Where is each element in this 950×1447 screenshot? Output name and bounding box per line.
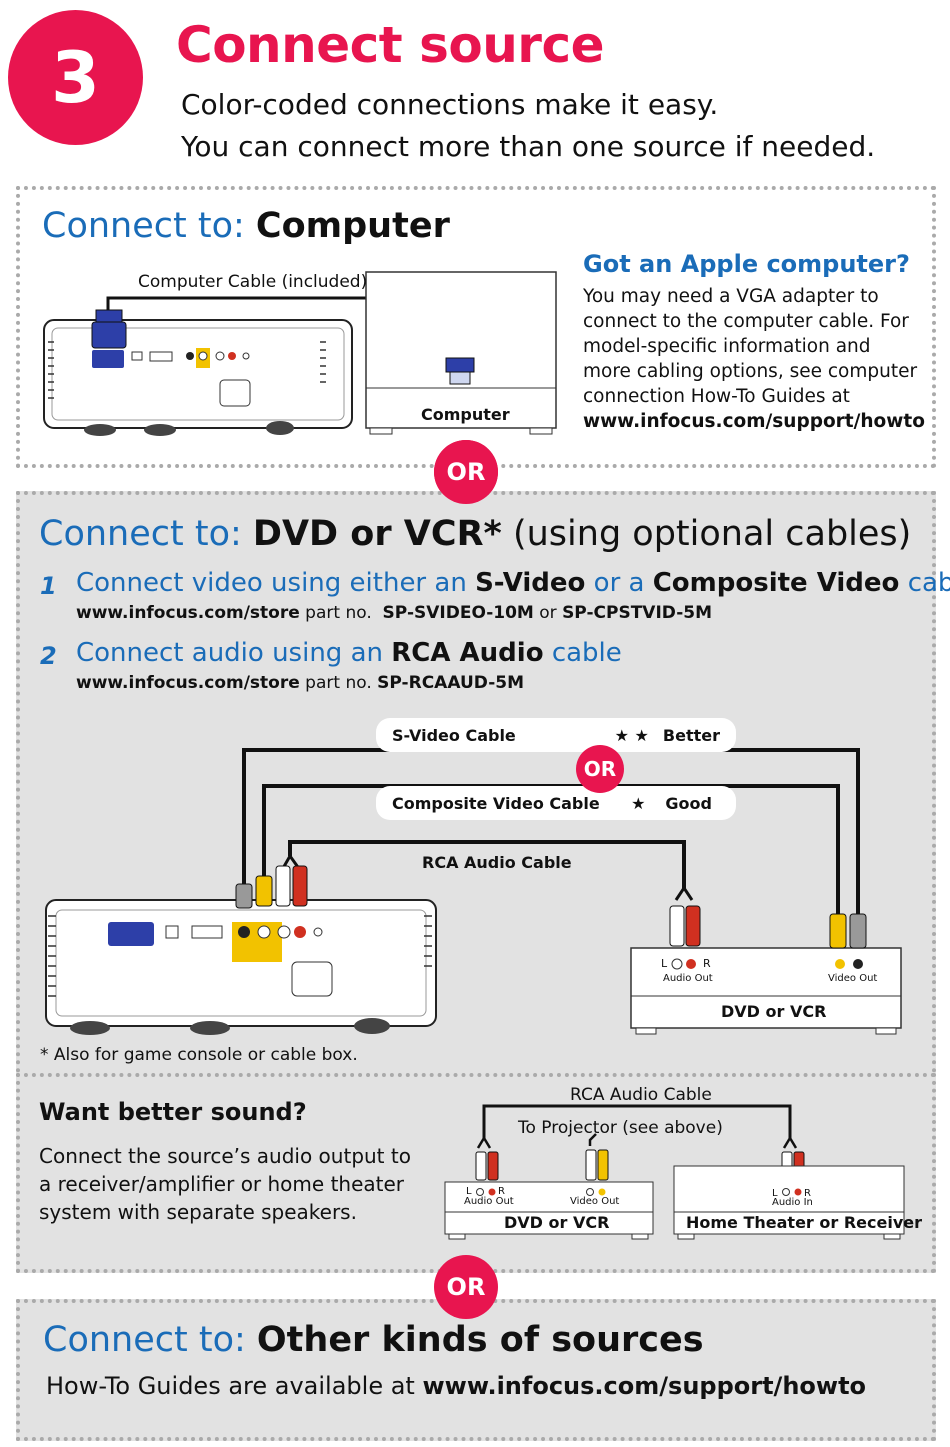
computer-illustration [365,271,557,435]
svideo-rating: Better [662,725,720,745]
svideo-stars: ★ ★ [614,725,649,745]
part-number-composite: SP-CPSTVID-5M [562,603,713,623]
apple-heading: Got an Apple computer? [583,250,910,278]
apple-link[interactable]: www.infocus.com/support/howto [583,411,925,432]
dvd-plugs [669,905,867,949]
or-badge-2: OR [434,1255,498,1319]
composite-cable-label: Composite Video Cable [392,793,600,813]
sound-dvd-illustration [444,1181,654,1240]
step-1-e: cable [907,568,950,598]
step-2-c: cable [551,638,622,668]
sound-rca-label: RCA Audio Cable [570,1085,712,1105]
step-number-badge: 3 [8,10,143,145]
step-1-number: 1 [40,572,57,600]
part-number-svideo: SP-SVIDEO-10M [382,603,534,623]
step-1-svideo: S-Video [475,568,586,598]
computer-device-label: Computer [421,405,510,424]
computer-target: Computer [255,206,450,246]
other-link[interactable]: www.infocus.com/support/howto [422,1372,867,1400]
computer-heading: Connect to: Computer [42,206,450,246]
other-body: How-To Guides are available at [46,1372,415,1400]
step-1-a: Connect video using either an [76,568,467,598]
dvd-audio-out-label: Audio Out [663,973,713,984]
connect-to-prefix: Connect to: [43,1320,246,1360]
part-or: or [539,603,557,623]
dvd-suffix: (using optional cables) [512,514,912,554]
projector-illustration [43,319,353,436]
subtitle-line-1: Color-coded connections make it easy. [181,88,719,121]
step-2-text: Connect audio using an RCA Audio cable [76,638,622,668]
composite-stars: ★ [631,793,646,813]
sound-dvd-video-out: Video Out [570,1196,620,1207]
composite-cable-pill: Composite Video Cable ★ Good [376,786,736,820]
sound-rca-cable [482,1104,792,1138]
receiver-audio-in: Audio In [772,1197,813,1208]
connect-to-prefix: Connect to: [42,206,245,246]
receiver-illustration [673,1165,905,1240]
receiver-left: L [772,1188,778,1199]
step-2-rca: RCA Audio [391,638,544,668]
dvd-video-out-label: Video Out [828,973,878,984]
other-section [16,1299,936,1441]
other-target: Other kinds of sources [256,1320,704,1360]
dvd-device-label: DVD or VCR [721,1002,827,1021]
sound-description: Connect the source’s audio output to a r… [39,1144,411,1224]
sound-dvd-left: L [466,1186,472,1197]
subtitle-line-2: You can connect more than one source if … [181,130,876,163]
step-1-parts: www.infocus.com/store part no. SP-SVIDEO… [76,603,712,623]
footnote: * Also for game console or cable box. [40,1045,358,1065]
computer-diagram [43,271,557,436]
step-1-composite: Composite Video [652,568,900,598]
part-number-rca: SP-RCAAUD-5M [377,673,524,693]
store-link-1[interactable]: www.infocus.com/store [76,603,300,623]
rca-cable-label: RCA Audio Cable [422,853,572,872]
or-badge-1-front: OR [434,440,498,504]
step-2-a: Connect audio using an [76,638,383,668]
connect-to-prefix: Connect to: [39,514,242,554]
step-1-text: Connect video using either an S-Video or… [76,568,950,598]
to-projector-label: To Projector (see above) [518,1118,723,1138]
other-description: How-To Guides are available at www.infoc… [46,1372,866,1400]
computer-cable-label: Computer Cable (included) [138,272,368,292]
part-label-1: part no. [305,603,372,623]
projector-illustration-2 [45,899,437,1035]
composite-rating: Good [665,793,712,813]
step-2-number: 2 [40,642,57,670]
dvd-left-label: L [661,957,668,970]
svideo-cable-pill: S-Video Cable ★ ★ Better [376,718,736,752]
sound-dvd-label: DVD or VCR [504,1213,610,1232]
apple-body: You may need a VGA adapter to connect to… [583,286,918,407]
part-label-2: part no. [305,673,372,693]
receiver-label: Home Theater or Receiver [686,1213,923,1232]
dvd-heading: Connect to: DVD or VCR* (using optional … [39,514,911,554]
dvd-illustration [630,947,902,1035]
svideo-cable-label: S-Video Cable [392,725,516,745]
svideo-cable-line [242,748,860,918]
dvd-right-label: R [703,957,711,970]
dvd-target: DVD or VCR* [252,514,502,554]
projector-plugs [235,865,308,909]
sound-heading: Want better sound? [39,1098,307,1126]
step-2-parts: www.infocus.com/store part no. SP-RCAAUD… [76,673,524,693]
sound-dvd-audio-out: Audio Out [464,1196,514,1207]
vga-plug-projector [91,309,127,349]
apple-description: You may need a VGA adapter to connect to… [583,284,925,434]
sound-dvd-right: R [498,1186,505,1197]
step-1-c: or a [593,568,645,598]
store-link-2[interactable]: www.infocus.com/store [76,673,300,693]
or-badge-cables: OR [576,745,624,793]
rca-cable-line [288,840,686,890]
receiver-right: R [804,1188,811,1199]
other-heading: Connect to: Other kinds of sources [43,1320,704,1360]
sound-diagram [444,1104,905,1240]
page-title: Connect source [176,16,605,74]
